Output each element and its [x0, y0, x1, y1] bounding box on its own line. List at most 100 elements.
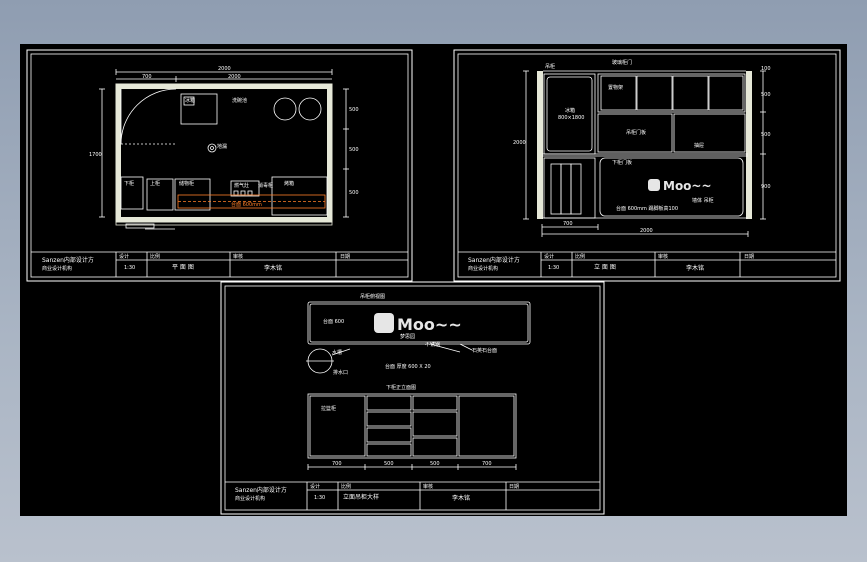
elev-drawer-label: 设计 — [544, 253, 554, 260]
sheet-detail-inner-frame — [224, 285, 601, 511]
plan-dim-right-c: 500 — [349, 190, 359, 196]
plan-dim-top-left: 700 — [142, 74, 152, 80]
elev-watermark: Moo~~ — [663, 179, 712, 193]
plan-dim-top-inner: 2000 — [228, 74, 241, 80]
detail-watermark-sub: 梦思园 — [400, 334, 415, 340]
detail-top-view — [307, 301, 531, 353]
detail-dim-d2: 500 — [384, 461, 394, 467]
elev-scale-value: 1:30 — [548, 265, 559, 271]
plan-project-sub: 商业设计机构 — [42, 265, 72, 272]
elev-dim-bottom-total: 2000 — [640, 228, 653, 234]
elev-label-shelf: 置物架 — [608, 84, 623, 91]
detail-dim-d4: 700 — [482, 461, 492, 467]
detail-circle — [306, 348, 351, 374]
elev-cabinets — [542, 73, 748, 219]
plan-checked-label: 审核 — [233, 253, 243, 260]
detail-drawing-name: 立面吊柜大样 — [343, 493, 379, 501]
detail-project: Sanzen内部设计方 — [235, 486, 287, 494]
sheet-elevation: Sanzen内部设计方 商业设计机构 设计 比例 1:30 立 面 图 审核 李… — [453, 49, 841, 282]
elev-label-lower-right: 下柜门板 — [612, 159, 632, 166]
plan-dim-left-height: 1700 — [89, 152, 102, 158]
detail-designer: 李木铭 — [452, 494, 470, 502]
detail-label-top-title: 吊柜俯视图 — [360, 293, 385, 300]
elev-labels: 吊柜 玻璃柜门 冰箱 800×1800 置物架 吊柜门板 抽屉 下柜门板 台面 … — [513, 59, 771, 234]
plan-dim-right-b: 500 — [349, 147, 359, 153]
elev-drawing-name: 立 面 图 — [594, 263, 616, 271]
detail-label-circle-note: 水槽 — [332, 349, 342, 356]
sheet-plan-title-block: Sanzen内部设计方 商业设计机构 设计 比例 1:30 平 面 图 审核 李… — [31, 251, 408, 277]
detail-scale-label: 比例 — [341, 483, 351, 490]
detail-drawer-label: 设计 — [310, 483, 320, 490]
detail-label-note-c: 台面 厚度 600 X 20 — [385, 363, 431, 370]
sheet-detail-title-block: Sanzen内部设计方 商业设计机构 设计 比例 1:30 立面吊柜大样 审核 … — [225, 481, 600, 510]
elev-project: Sanzen内部设计方 — [468, 256, 520, 264]
plan-drawer-label: 设计 — [119, 253, 129, 260]
sheet-detail: Sanzen内部设计方 商业设计机构 设计 比例 1:30 立面吊柜大样 审核 … — [220, 281, 605, 515]
detail-label-counter: 台面 600 — [323, 318, 344, 325]
plan-fixtures — [120, 93, 328, 229]
sheet-plan-outer-frame — [26, 49, 413, 282]
detail-watermark-logo — [374, 313, 394, 333]
elev-label-top-left: 吊柜 — [545, 63, 555, 70]
plan-drawing-name: 平 面 图 — [172, 264, 194, 271]
detail-watermark: Moo~~ — [397, 315, 462, 334]
elev-label-fridge: 冰箱 — [565, 107, 575, 114]
plan-label-cab2: 上柜 — [150, 180, 160, 187]
sheet-elevation-inner-frame — [457, 53, 837, 278]
detail-label-bottom-title: 下柜正立面图 — [386, 384, 416, 391]
detail-project-sub: 商业设计机构 — [235, 495, 265, 502]
elev-walls — [537, 70, 752, 219]
detail-date-label: 日期 — [509, 484, 519, 490]
detail-dim-d3: 500 — [430, 461, 440, 467]
elev-watermark-logo — [648, 179, 660, 191]
detail-label-note-a: 不锈钢 — [425, 341, 440, 348]
sheet-elevation-outer-frame — [453, 49, 841, 282]
elev-scale-label: 比例 — [575, 253, 585, 260]
plan-label-cab3: 储物柜 — [179, 180, 194, 187]
plan-door — [120, 88, 177, 145]
plan-label-cab1: 下柜 — [124, 180, 134, 187]
plan-scale-value: 1:30 — [124, 265, 135, 271]
sheet-plan: Sanzen内部设计方 商业设计机构 设计 比例 1:30 平 面 图 审核 李… — [26, 49, 413, 282]
plan-dimensions — [99, 69, 349, 230]
plan-project: Sanzen内部设计方 — [42, 256, 94, 264]
plan-dimension-text: 2000 2000 700 1700 500 500 500 — [89, 66, 359, 196]
elev-dim-bottom-left: 700 — [563, 221, 573, 227]
plan-label-floor-drain: 地漏 — [217, 143, 227, 150]
plan-label-cab4: 消毒柜 — [258, 182, 273, 189]
plan-label-cab5: 烤箱 — [284, 180, 294, 187]
detail-lower-cabinet — [307, 393, 517, 470]
sheet-plan-inner-frame — [30, 53, 409, 278]
plan-designer: 李木铭 — [264, 264, 282, 272]
elev-checked-label: 审核 — [658, 253, 668, 260]
plan-dim-right-a: 500 — [349, 107, 359, 113]
plan-label-stove: 燃气灶 — [234, 182, 249, 189]
cad-drawing[interactable]: Sanzen内部设计方 商业设计机构 设计 比例 1:30 平 面 图 审核 李… — [20, 44, 847, 516]
plan-labels: 洗碗池 地漏 冰箱 下柜 上柜 储物柜 燃气灶 消毒柜 烤箱 台面 600mm — [124, 97, 294, 208]
detail-label-note-b: 石英石台面 — [472, 347, 497, 354]
plan-walls — [115, 83, 333, 226]
elev-dim-right-top: 100 — [761, 66, 771, 72]
detail-checked-label: 审核 — [423, 483, 433, 490]
detail-labels: 吊柜俯视图 台面 600 水槽 排水口 不锈钢 石英石台面 台面 厚度 600 … — [321, 293, 497, 467]
plan-dim-top-total: 2000 — [218, 66, 231, 72]
plan-label-fridge: 冰箱 — [185, 97, 195, 104]
elev-project-sub: 商业设计机构 — [468, 265, 498, 272]
detail-label-left-block: 拉篮柜 — [321, 405, 336, 412]
elev-label-fridge-dim: 800×1800 — [558, 115, 584, 121]
elev-dimensions — [523, 70, 766, 237]
cad-canvas[interactable]: Sanzen内部设计方 商业设计机构 设计 比例 1:30 平 面 图 审核 李… — [20, 44, 847, 516]
detail-scale-value: 1:30 — [314, 495, 325, 501]
elev-dim-right-c: 900 — [761, 184, 771, 190]
elev-date-label: 日期 — [744, 254, 754, 260]
elev-dim-right-b: 500 — [761, 132, 771, 138]
elev-designer: 李木铭 — [686, 264, 704, 272]
plan-label-counter: 台面 600mm — [231, 201, 262, 208]
plan-date-label: 日期 — [340, 254, 350, 260]
sheet-elevation-title-block: Sanzen内部设计方 商业设计机构 设计 比例 1:30 立 面 图 审核 李… — [458, 251, 836, 277]
detail-dim-d1: 700 — [332, 461, 342, 467]
plan-label-sink: 洗碗池 — [232, 97, 247, 104]
elev-dim-left-height: 2000 — [513, 140, 526, 146]
elev-label-base-note: 台面 600mm 踢脚板高100 — [616, 205, 678, 212]
plan-scale-label: 比例 — [150, 253, 160, 260]
